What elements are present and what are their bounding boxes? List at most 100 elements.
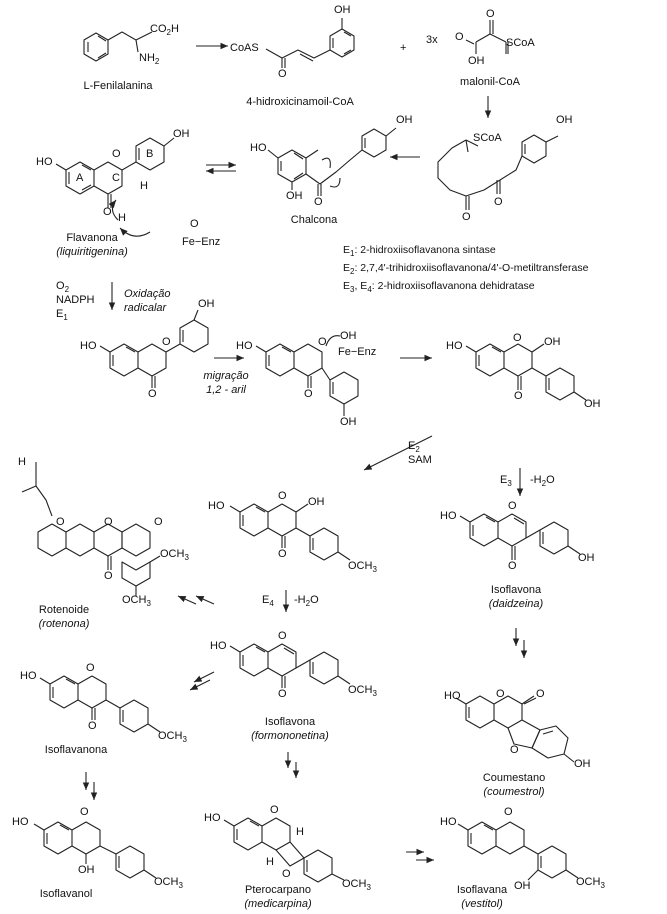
chalcone-structure (267, 127, 397, 196)
malonyl-scoa: SCoA (506, 37, 535, 49)
flavanone-structure (55, 137, 175, 237)
rad2-o: O (318, 336, 327, 348)
daid-o: O (508, 500, 517, 512)
tri-ho: HO (446, 340, 463, 352)
label-isoflavone-1: Isoflavona (490, 584, 542, 596)
reagent-e2: E2 (408, 440, 420, 454)
pterocarpan-structure (223, 817, 345, 883)
fe-enz-2: Fe−Enz (338, 346, 377, 358)
phe-co2h: CO2H (150, 23, 179, 37)
legend-e1: E1: 2-hidroxiisoflavanona sintase (343, 244, 496, 258)
label-flavanone-sub: (liquiritigenina) (56, 246, 128, 258)
meth-och3: OCH3 (348, 560, 377, 574)
label-isoflavanone: Isoflavanona (44, 744, 108, 756)
ring-c: C (112, 172, 120, 184)
isoflavan-ho: HO (440, 816, 457, 828)
chalcone-oh2: OH (396, 114, 413, 126)
trihydroxyisoflavanone-structure (465, 343, 587, 401)
rad1-oh: OH (198, 298, 215, 310)
isonone-o2: O (88, 720, 97, 732)
arrow-to-rotenoid-1 (195, 595, 215, 605)
formononetin-structure (229, 643, 351, 688)
ptero-och3: OCH3 (342, 878, 371, 892)
migration-2: 1,2 - aril (206, 384, 246, 396)
reagent-e4: E4 (262, 594, 274, 608)
isonol-oh: OH (78, 864, 95, 876)
meth-ho: HO (208, 500, 225, 512)
malonyl-oh: OH (468, 55, 485, 67)
fe-enz-1: Fe−Enz (182, 236, 221, 248)
rad2-oh: OH (340, 330, 357, 342)
label-cinnamoyl: 4-hidroxicinamoil-CoA (246, 96, 354, 108)
label-malonyl: malonil-CoA (460, 76, 520, 88)
methoxy-intermediate-structure (229, 503, 351, 561)
label-isoflavone-2: Isoflavona (264, 716, 316, 728)
arrow-to-rotenoid-2 (177, 595, 197, 605)
arrow-to-isoflavanone-2 (189, 679, 211, 691)
daid-oh: OH (578, 552, 595, 564)
label-coumestan: Coumestano (482, 772, 546, 784)
coum-ho: HO (444, 690, 461, 702)
label-pterocarpan: Pterocarpano (244, 884, 312, 896)
label-rotenoid-sub: (rotenona) (38, 618, 90, 630)
label-isoflavone-1-sub: (daidzeina) (488, 598, 544, 610)
oxidation-1: Oxidação (124, 288, 171, 300)
rad1-o: O (162, 336, 171, 348)
isonol-o: O (80, 806, 89, 818)
reagent-h2o-2: -H2O (294, 594, 319, 608)
daid-ho: HO (440, 510, 457, 522)
rot-o3: O (154, 516, 163, 528)
label-phenylalanine: L-Fenilalanina (83, 80, 153, 92)
radical-intermediate-1 (99, 309, 209, 388)
rad2-ho: HO (236, 340, 253, 352)
ptero-ho: HO (204, 812, 221, 824)
cinnamoyl-coas: CoAS (230, 42, 259, 54)
chalcone-ho1: HO (250, 142, 267, 154)
isonone-o: O (86, 662, 95, 674)
rot-och3-2: OCH3 (122, 594, 151, 608)
flavanone-o: O (112, 148, 121, 160)
isoflavan-structure (457, 821, 579, 881)
ptero-o2: O (282, 868, 291, 880)
tri-oh: OH (544, 336, 561, 348)
malonyl-o2: O (486, 8, 495, 20)
rad1-o2: O (148, 388, 157, 400)
coum-o2: O (536, 688, 545, 700)
tri-oh2: OH (584, 398, 601, 410)
arrow-to-isoflavanone-1 (193, 671, 215, 683)
label-rotenoid: Rotenoide (38, 604, 90, 616)
tri-o2: O (514, 390, 523, 402)
flavanone-h: H (140, 180, 148, 192)
cinnamoyl-o: O (278, 68, 287, 80)
meth-o: O (278, 490, 287, 502)
malonyl-coa-structure (465, 20, 509, 54)
daidzein-structure (459, 513, 581, 560)
meth-o2: O (278, 548, 287, 560)
three-x: 3x (426, 34, 438, 46)
ptero-o1: O (270, 804, 279, 816)
phenylalanine-structure (83, 31, 153, 62)
polyketide-oh: OH (556, 114, 573, 126)
polyketide-scoa: SCoA (473, 132, 502, 144)
coumestan-structure (455, 695, 575, 763)
polyketide-o2: O (494, 196, 503, 208)
reagent-o2: O2 (56, 280, 70, 294)
radical-intermediate-2 (255, 335, 359, 416)
flavanone-oh: OH (173, 128, 190, 140)
isonone-och3: OCH3 (158, 730, 187, 744)
isonol-ho: HO (12, 816, 29, 828)
flavanone-ho: HO (36, 156, 53, 168)
ptero-h1: H (296, 826, 304, 838)
phe-nh2: NH2 (139, 52, 160, 66)
label-isoflavan-sub: (vestitol) (461, 898, 503, 910)
ring-a: A (76, 172, 84, 184)
label-coumestan-sub: (coumestrol) (483, 786, 545, 798)
chalcone-o: O (314, 196, 323, 208)
oxidation-2: radicalar (124, 302, 167, 314)
fe-o: O (190, 218, 199, 230)
legend-e34: E3, E4: 2-hidroxiisoflavanona dehidratas… (343, 280, 535, 294)
reagent-sam: SAM (408, 454, 432, 466)
chalcone-oh: OH (286, 190, 303, 202)
